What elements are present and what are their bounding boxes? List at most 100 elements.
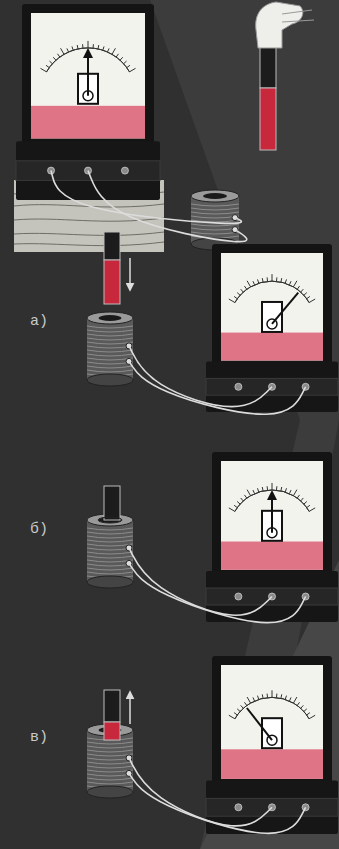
scale-tick xyxy=(247,490,251,496)
scale-tick xyxy=(237,709,240,712)
coil-winding xyxy=(87,366,133,368)
scale-tick xyxy=(67,48,69,52)
coil-winding xyxy=(87,326,133,328)
terminal xyxy=(121,167,128,174)
wire xyxy=(129,773,306,833)
galvanometer-case xyxy=(212,656,332,788)
coil-hole-rim xyxy=(98,517,122,523)
needle xyxy=(87,50,89,96)
panel-label: а) xyxy=(30,314,48,329)
scale-tick xyxy=(229,715,235,719)
scale-tick xyxy=(262,487,264,491)
galvanometer-face xyxy=(221,461,323,570)
scale-tick xyxy=(253,281,255,285)
scale-tick xyxy=(77,45,79,49)
coil-winding xyxy=(87,354,133,356)
coil-winding xyxy=(87,778,133,780)
magnet-pole-s xyxy=(104,722,120,740)
scale-tick xyxy=(285,488,286,492)
wire xyxy=(129,346,272,407)
magnet-pole-n xyxy=(104,690,120,722)
scale-tick xyxy=(258,279,259,283)
scale-tick xyxy=(309,715,315,719)
coil-hole xyxy=(203,193,227,199)
scale-tick xyxy=(253,490,255,494)
scale-tick xyxy=(107,48,109,52)
scale-tick xyxy=(58,54,60,57)
scale-tick xyxy=(272,690,273,697)
scale-tick xyxy=(124,61,127,64)
needle xyxy=(247,708,272,740)
scale-tick xyxy=(297,495,299,498)
coil-winding xyxy=(191,232,239,234)
scale-tick xyxy=(276,277,277,281)
coil-top xyxy=(191,190,239,202)
scale-tick xyxy=(247,281,251,287)
coil-winding xyxy=(191,212,239,214)
coil-winding xyxy=(87,370,133,372)
scale-tick xyxy=(301,289,304,292)
coil-winding xyxy=(87,334,133,336)
scale-tick xyxy=(304,709,307,712)
panel-label: б) xyxy=(30,522,48,537)
wire xyxy=(88,171,247,242)
coil-winding xyxy=(87,750,133,752)
scale-tick xyxy=(258,488,259,492)
hand-finger xyxy=(282,10,314,22)
scale-tick xyxy=(285,696,286,700)
terminal xyxy=(235,593,242,600)
coil-winding xyxy=(87,528,133,530)
coil-bottom xyxy=(87,576,133,588)
coil-winding xyxy=(87,330,133,332)
scale-tick xyxy=(241,705,244,708)
scale-tick xyxy=(289,490,291,494)
coil-winding xyxy=(87,350,133,352)
galvanometer-face xyxy=(221,253,323,361)
motion-arrow xyxy=(129,692,131,724)
scale-tick xyxy=(297,286,299,289)
coil xyxy=(87,312,133,386)
scale-arc xyxy=(235,281,309,303)
scale-tick xyxy=(88,41,89,48)
coil-body xyxy=(87,318,133,380)
galvanometer-band xyxy=(221,333,323,361)
galvanometer-band xyxy=(221,542,323,570)
coil-winding xyxy=(87,338,133,340)
wire xyxy=(129,758,272,826)
scale-tick xyxy=(297,702,299,705)
motion-arrow xyxy=(129,258,131,290)
coil-winding xyxy=(191,208,239,210)
scale-tick xyxy=(267,694,268,698)
wire xyxy=(129,361,306,414)
scale-tick xyxy=(241,289,244,292)
wire xyxy=(129,548,272,615)
scale-tick xyxy=(307,505,310,507)
scale-tick xyxy=(244,286,246,289)
coil-winding xyxy=(191,204,239,206)
galvanometer-case xyxy=(22,4,154,149)
scale-tick xyxy=(237,293,240,296)
wood-grain xyxy=(14,232,164,235)
scale-tick xyxy=(280,487,282,491)
coil-winding xyxy=(87,556,133,558)
wire xyxy=(51,171,241,224)
scale-tick xyxy=(301,498,304,501)
scale-tick xyxy=(112,48,116,54)
scale-tick xyxy=(49,61,52,64)
scale-tick xyxy=(262,694,264,698)
scale-tick xyxy=(304,501,307,504)
scale-tick xyxy=(301,705,304,708)
background-band xyxy=(200,560,339,849)
coil-winding xyxy=(87,568,133,570)
galvanometer-band xyxy=(31,106,145,139)
scale-tick xyxy=(276,486,277,490)
scale-tick xyxy=(103,46,104,50)
scale-tick xyxy=(234,296,237,298)
scale-tick xyxy=(244,495,246,498)
scale-tick xyxy=(234,505,237,507)
scale-tick xyxy=(304,293,307,296)
scale-tick xyxy=(46,65,49,67)
coil-winding xyxy=(87,746,133,748)
